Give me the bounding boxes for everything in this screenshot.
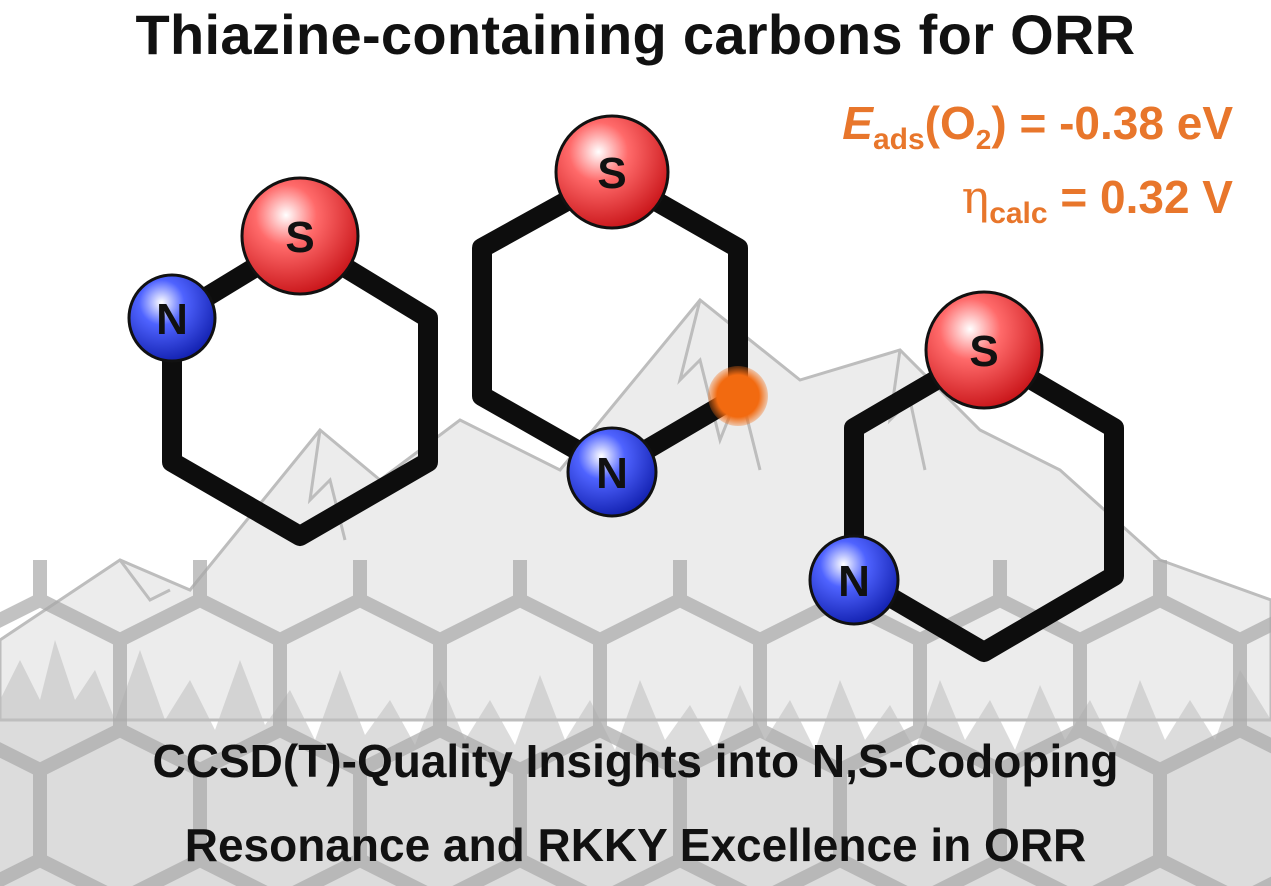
eta-symbol: η (961, 170, 990, 224)
molecule-1-2-thiazine: S N (127, 176, 438, 546)
sulfur-atom: S (924, 290, 1044, 410)
nitrogen-atom: N (127, 273, 217, 363)
nitrogen-label: N (156, 295, 188, 344)
sulfur-label: S (597, 149, 626, 198)
molecule-1-4-thiazine: S N (472, 114, 768, 518)
molecule-1-3-thiazine: S N (808, 290, 1124, 662)
adsorption-energy-value: ) = -0.38 eV (991, 97, 1233, 149)
overpotential-value: = 0.32 V (1047, 171, 1233, 223)
nitrogen-label: N (838, 557, 870, 606)
sulfur-label: S (285, 213, 314, 262)
ring-bonds (844, 342, 1124, 662)
nitrogen-label: N (596, 449, 628, 498)
o2-subscript: 2 (975, 124, 992, 155)
energy-subscript: ads (872, 123, 925, 156)
nitrogen-atom: N (808, 534, 900, 626)
overpotential-label: ηcalc = 0.32 V (962, 170, 1233, 231)
eta-subscript: calc (989, 197, 1048, 230)
ring-bonds (162, 231, 438, 546)
footer-line-2: Resonance and RKKY Excellence in ORR (184, 819, 1087, 871)
sulfur-atom: S (240, 176, 360, 296)
sulfur-atom: S (554, 114, 670, 230)
adsorption-energy-label: Eads(O2) = -0.38 eV (842, 96, 1233, 157)
o2-open: (O (924, 97, 976, 149)
active-site-marker (708, 366, 768, 426)
sulfur-label: S (969, 327, 998, 376)
nitrogen-atom: N (566, 426, 658, 518)
figure-title: Thiazine-containing carbons for ORR (135, 3, 1136, 66)
energy-symbol: E (842, 97, 873, 149)
footer-line-1: CCSD(T)-Quality Insights into N,S-Codopi… (152, 735, 1119, 787)
